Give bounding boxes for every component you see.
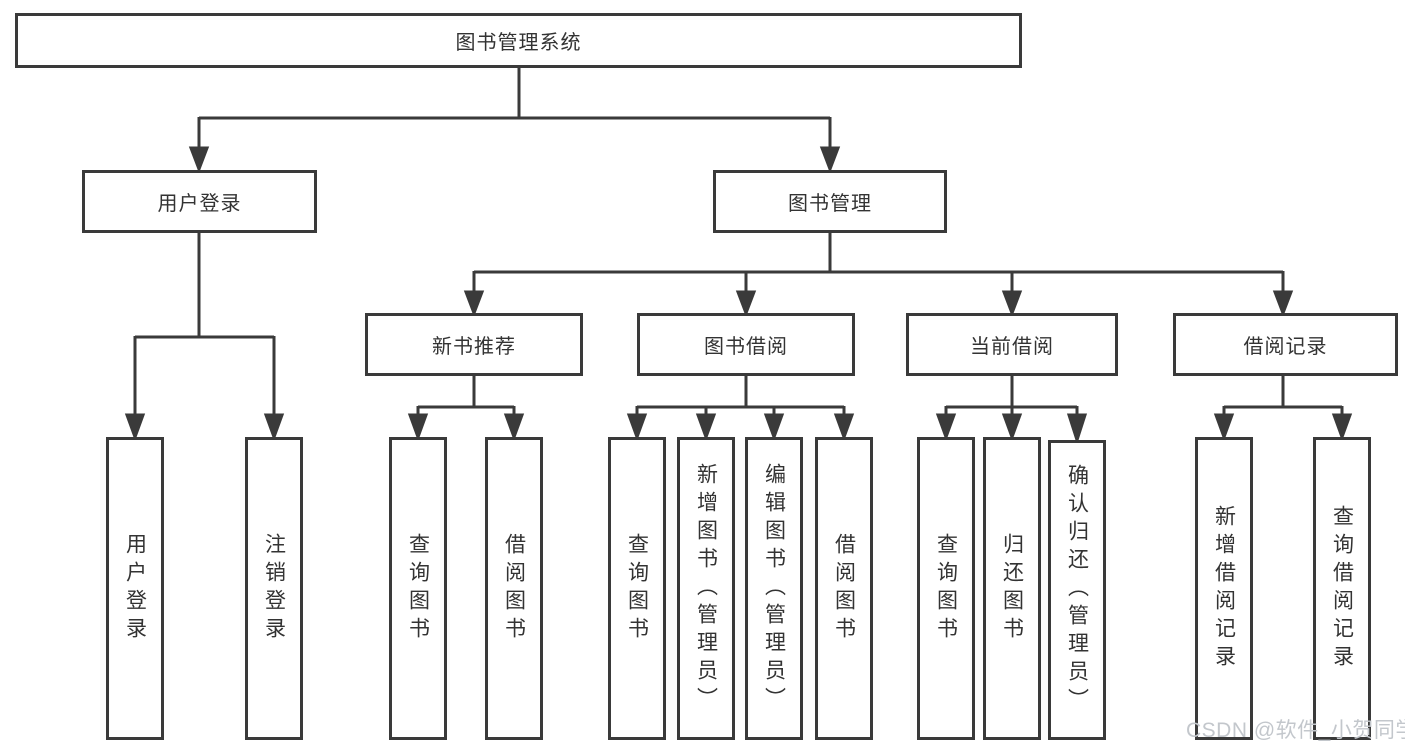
leaf-borrow-books-recommend: 借阅图书 (485, 437, 543, 740)
leaf-query-books-current: 查询图书 (917, 437, 975, 740)
node-book-management: 图书管理 (713, 170, 947, 233)
leaf-logout: 注销登录 (245, 437, 303, 740)
node-new-book-recommendation: 新书推荐 (365, 313, 583, 376)
leaf-query-books-borrow: 查询图书 (608, 437, 666, 740)
leaf-add-books-admin: 新增图书（管理员） (677, 437, 735, 740)
node-book-borrowing: 图书借阅 (637, 313, 855, 376)
leaf-query-borrow-record: 查询借阅记录 (1313, 437, 1371, 740)
leaf-query-books-recommend: 查询图书 (389, 437, 447, 740)
leaf-borrow-books: 借阅图书 (815, 437, 873, 740)
leaf-confirm-return-admin: 确认归还（管理员） (1048, 440, 1106, 740)
csdn-watermark: CSDN @软件_小贺同学 (1186, 719, 1405, 742)
node-library-management-system: 图书管理系统 (15, 13, 1022, 68)
node-borrowing-records: 借阅记录 (1173, 313, 1398, 376)
leaf-add-borrow-record: 新增借阅记录 (1195, 437, 1253, 740)
leaf-return-books: 归还图书 (983, 437, 1041, 740)
leaf-edit-books-admin: 编辑图书（管理员） (745, 437, 803, 740)
node-current-borrowing: 当前借阅 (906, 313, 1118, 376)
leaf-user-login: 用户登录 (106, 437, 164, 740)
node-user-login: 用户登录 (82, 170, 317, 233)
